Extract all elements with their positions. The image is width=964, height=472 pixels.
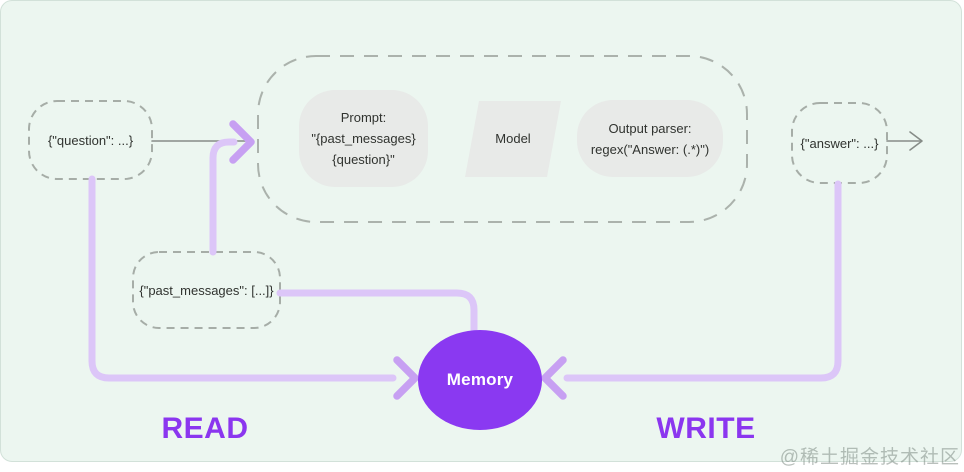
chain-entry-arrow-icon — [229, 120, 255, 164]
prompt-label-line2: "{past_messages} — [311, 131, 416, 146]
output-parser-label-line2: regex("Answer: (.*)") — [590, 141, 710, 157]
past-messages-node-label: {"past_messages": [...]} — [139, 282, 274, 298]
prompt-shape — [299, 90, 428, 187]
watermark-text: @稀土掘金技术社区 — [779, 447, 960, 468]
read-flow-line — [88, 175, 397, 382]
chain-container-border — [257, 55, 748, 223]
answer-output-arrow-icon — [909, 131, 923, 151]
model-label: Model — [495, 131, 531, 146]
prompt-label-line1: Prompt: — [340, 110, 387, 125]
model-parallelogram-shape — [465, 101, 561, 177]
question-node-label: {"question": ...} — [47, 132, 134, 148]
memory-to-past-messages-line — [276, 289, 478, 337]
answer-node-label: {"answer": ...} — [800, 135, 879, 151]
past-messages-to-chain-line — [209, 138, 238, 256]
output-parser-label-line1: Output parser: — [608, 120, 692, 136]
output-parser-shape — [577, 100, 723, 177]
prompt-label: Prompt: "{past_messages} {question}" — [299, 90, 428, 187]
output-parser-label: Output parser: regex("Answer: (.*)") — [577, 100, 723, 177]
prompt-label-line3: {question}" — [332, 152, 395, 167]
read-arrow-icon — [393, 356, 419, 400]
memory-ellipse — [418, 330, 542, 430]
write-label: WRITE — [656, 412, 756, 445]
read-label: READ — [161, 412, 249, 445]
write-flow-line — [563, 180, 842, 382]
write-arrow-icon — [541, 356, 567, 400]
memory-label: Memory — [446, 370, 514, 389]
